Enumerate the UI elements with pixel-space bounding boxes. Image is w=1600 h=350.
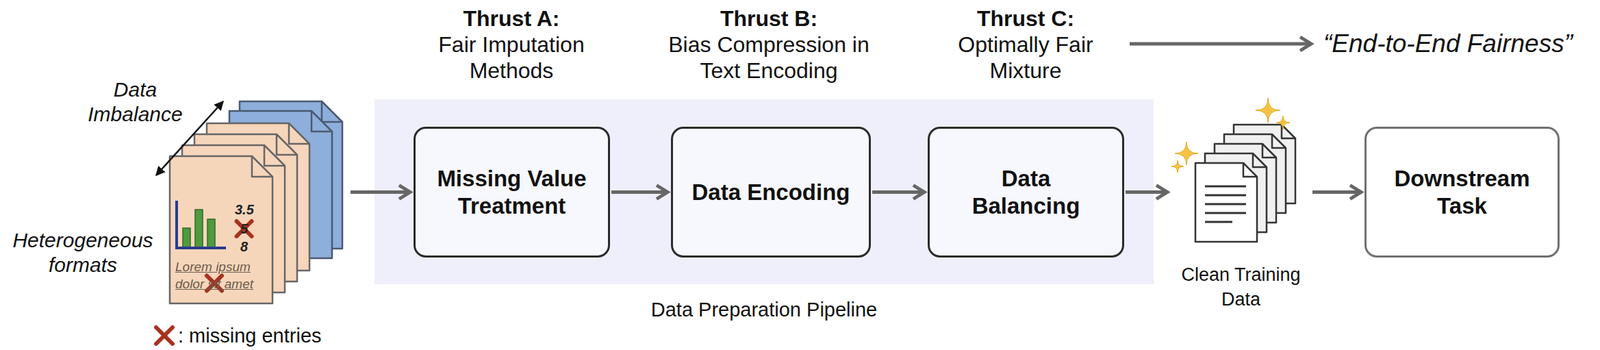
missing-mark: [156, 327, 173, 344]
data-value: 3.5: [234, 201, 255, 218]
document-stack: 3.5 58Lorem ipsum dolor sit amet: [167, 99, 350, 305]
chart-bar: [207, 219, 215, 248]
doc-sheet: [169, 156, 273, 304]
flow-arrow: [1125, 190, 1168, 194]
text-line: [1204, 185, 1247, 188]
text-line: [1204, 203, 1247, 206]
doc-fold: [1262, 143, 1277, 158]
doc-fold: [311, 110, 333, 132]
data-value: 5: [240, 221, 248, 237]
process-box: Data Balancing: [927, 126, 1125, 258]
box-label: Data Balancing: [955, 164, 1097, 220]
doc-fold: [288, 123, 310, 144]
process-box: Missing Value Treatment: [413, 126, 611, 258]
flow-arrow: [1312, 190, 1362, 194]
process-box: Data Encoding: [670, 126, 871, 258]
thrust-title: Thrust B:: [666, 5, 872, 32]
doc-fold: [1243, 162, 1257, 177]
flow-arrow: [611, 190, 668, 194]
text-line: [1204, 221, 1233, 224]
thrust-text: Fair Imputation Methods: [418, 31, 604, 84]
doc-fold: [321, 101, 343, 122]
x-stroke: [236, 221, 252, 237]
stack-label: Clean Training Data: [1170, 262, 1312, 312]
sample-text: Lorem ipsum dolor sit amet: [175, 258, 273, 293]
chart-bar: [195, 209, 203, 248]
thrust-text: Optimally Fair Mixture: [933, 31, 1119, 84]
x-stroke: [156, 327, 173, 344]
doc-sheet: [1195, 162, 1257, 242]
legend-text: : missing entries: [178, 323, 322, 348]
sparkle: [1171, 160, 1184, 173]
sparkle: [1255, 97, 1281, 123]
clean-data-stack: Clean Training Data: [1170, 95, 1312, 305]
thrust-text: Bias Compression in Text Encoding: [651, 31, 888, 84]
band-label: Data Preparation Pipeline: [374, 297, 1154, 322]
sparkle: [1174, 141, 1199, 165]
box-label: Data Encoding: [681, 178, 861, 207]
missing-mark: [236, 221, 252, 237]
doc-fold: [251, 156, 273, 177]
task-box: Downstream Task: [1364, 126, 1560, 258]
sparkle: [1276, 115, 1290, 130]
data-value: 8: [240, 238, 248, 255]
thrust-title: Thrust C:: [922, 5, 1129, 32]
clean-document: [1195, 162, 1257, 242]
thrust-title: Thrust A:: [408, 5, 615, 32]
doc-fold: [276, 134, 298, 155]
goal-arrow: [1129, 42, 1312, 46]
pipeline-band: Data Preparation PipelineMissing Value T…: [374, 99, 1154, 285]
x-stroke: [156, 327, 173, 344]
doc-fold: [1272, 134, 1286, 148]
doc-fold: [1252, 153, 1267, 168]
text-line: [1204, 212, 1247, 215]
peach-document: [169, 156, 273, 304]
box-label: Downstream Task: [1385, 164, 1540, 220]
axis-note: Data Imbalance: [82, 77, 189, 127]
chart-bar: [182, 227, 191, 248]
text-line: [1204, 194, 1247, 197]
box-label: Missing Value Treatment: [432, 164, 592, 220]
chart-axes: [176, 200, 226, 248]
flow-arrow: [872, 190, 925, 194]
doc-fold: [264, 145, 285, 166]
goal-label: “End-to-End Fairness”: [1323, 28, 1573, 59]
x-stroke: [236, 221, 252, 237]
flow-arrow: [350, 190, 411, 194]
axis-note: Heterogeneous formats: [2, 227, 163, 278]
